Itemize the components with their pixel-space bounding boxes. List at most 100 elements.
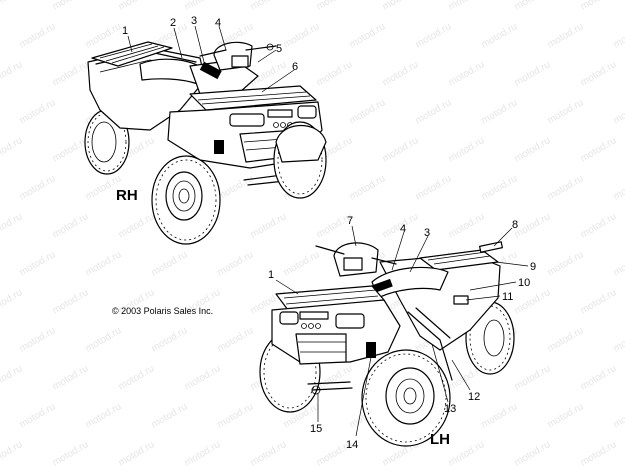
watermark-text: motod.ru <box>216 401 256 430</box>
rh-callouts: 1 2 3 4 5 6 RH <box>116 15 298 204</box>
rh-callout-2: 2 <box>170 17 176 29</box>
lh-callout-15: 15 <box>310 423 322 435</box>
watermark-text: motod.ru <box>0 439 24 468</box>
watermark-text: motod.ru <box>51 363 91 392</box>
rh-callout-3: 3 <box>191 15 197 27</box>
watermark-text: motod.ru <box>84 325 124 354</box>
watermark-text: motod.ru <box>117 0 157 13</box>
watermark-text: motod.ru <box>579 287 619 316</box>
watermark-text: motod.ru <box>579 211 619 240</box>
watermark-text: motod.ru <box>51 135 91 164</box>
watermark-text: motod.ru <box>447 135 487 164</box>
watermark-text: motod.ru <box>579 0 619 13</box>
rh-callout-1: 1 <box>122 25 128 37</box>
watermark-text: motod.ru <box>18 249 58 278</box>
watermark-text: motod.ru <box>612 325 625 354</box>
watermark-text: motod.ru <box>579 59 619 88</box>
lh-callout-13: 13 <box>444 403 456 415</box>
watermark-text: motod.ru <box>84 249 124 278</box>
watermark-text: motod.ru <box>18 173 58 202</box>
copyright-notice: © 2003 Polaris Sales Inc. <box>112 306 213 316</box>
watermark-text: motod.ru <box>0 363 24 392</box>
watermark-text: motod.ru <box>282 21 322 50</box>
watermark-text: motod.ru <box>51 211 91 240</box>
rh-atv-drawing <box>84 41 327 245</box>
watermark-text: motod.ru <box>546 249 586 278</box>
watermark-text: motod.ru <box>513 0 553 13</box>
watermark-text: motod.ru <box>546 401 586 430</box>
watermark-text: motod.ru <box>381 135 421 164</box>
watermark-text: motod.ru <box>315 0 355 13</box>
lh-atv-drawing <box>259 241 515 447</box>
watermark-text: motod.ru <box>513 211 553 240</box>
watermark-text: motod.ru <box>117 211 157 240</box>
watermark-text: motod.ru <box>348 97 388 126</box>
lh-callout-3: 3 <box>424 227 430 239</box>
watermark-text: motod.ru <box>51 287 91 316</box>
watermark-text: motod.ru <box>447 59 487 88</box>
watermark-text: motod.ru <box>183 0 223 13</box>
lh-callout-1: 1 <box>268 269 274 281</box>
rh-view-label: RH <box>116 187 138 204</box>
watermark-text: motod.ru <box>150 249 190 278</box>
watermark-text: motod.ru <box>216 249 256 278</box>
watermark-text: motod.ru <box>612 401 625 430</box>
rh-callout-4: 4 <box>215 17 221 29</box>
watermark-text: motod.ru <box>447 0 487 13</box>
watermark-text: motod.ru <box>348 173 388 202</box>
watermark-text: motod.ru <box>579 135 619 164</box>
watermark-text: motod.ru <box>18 325 58 354</box>
watermark-text: motod.ru <box>84 401 124 430</box>
lh-view-label: LH <box>430 431 450 448</box>
watermark-text: motod.ru <box>612 173 625 202</box>
lh-callout-7: 7 <box>347 215 353 227</box>
watermark-text: motod.ru <box>249 439 289 468</box>
watermark-text: motod.ru <box>0 135 24 164</box>
watermark-text: motod.ru <box>546 97 586 126</box>
watermark-text: motod.ru <box>546 325 586 354</box>
rh-callout-5: 5 <box>276 43 282 55</box>
watermark-text: motod.ru <box>183 363 223 392</box>
watermark-text: motod.ru <box>612 21 625 50</box>
lh-callout-10: 10 <box>518 277 530 289</box>
watermark-text: motod.ru <box>513 59 553 88</box>
watermark-text: motod.ru <box>414 21 454 50</box>
watermark-text: motod.ru <box>414 97 454 126</box>
watermark-text: motod.ru <box>381 0 421 13</box>
watermark-text: motod.ru <box>84 21 124 50</box>
watermark-text: motod.ru <box>480 21 520 50</box>
watermark-text: motod.ru <box>315 59 355 88</box>
watermark-text: motod.ru <box>447 439 487 468</box>
watermark-text: motod.ru <box>216 173 256 202</box>
watermark-text: motod.ru <box>414 173 454 202</box>
watermark-text: motod.ru <box>51 59 91 88</box>
watermark-text: motod.ru <box>249 211 289 240</box>
lh-callouts: 7 4 3 8 9 10 11 1 12 13 14 15 LH <box>268 215 536 451</box>
lh-callout-4: 4 <box>400 223 406 235</box>
watermark-text: motod.ru <box>546 173 586 202</box>
watermark-text: motod.ru <box>579 363 619 392</box>
watermark-text: motod.ru <box>150 401 190 430</box>
watermark-text: motod.ru <box>51 439 91 468</box>
lh-callout-9: 9 <box>530 261 536 273</box>
watermark-text: motod.ru <box>150 325 190 354</box>
watermark-text: motod.ru <box>18 97 58 126</box>
lh-callout-12: 12 <box>468 391 480 403</box>
watermark-text: motod.ru <box>480 173 520 202</box>
watermark-text: motod.ru <box>216 325 256 354</box>
watermark-text: motod.ru <box>0 0 24 13</box>
watermark-text: motod.ru <box>348 21 388 50</box>
watermark-text: motod.ru <box>51 0 91 13</box>
watermark-text: motod.ru <box>513 135 553 164</box>
watermark-text: motod.ru <box>0 211 24 240</box>
watermark-text: motod.ru <box>513 287 553 316</box>
watermark-text: motod.ru <box>117 439 157 468</box>
lh-callout-14: 14 <box>346 439 358 451</box>
watermark-text: motod.ru <box>546 21 586 50</box>
watermark-text: motod.ru <box>0 59 24 88</box>
watermark-text: motod.ru <box>447 211 487 240</box>
watermark-text: motod.ru <box>480 97 520 126</box>
watermark-text: motod.ru <box>282 249 322 278</box>
watermark-text: motod.ru <box>612 249 625 278</box>
